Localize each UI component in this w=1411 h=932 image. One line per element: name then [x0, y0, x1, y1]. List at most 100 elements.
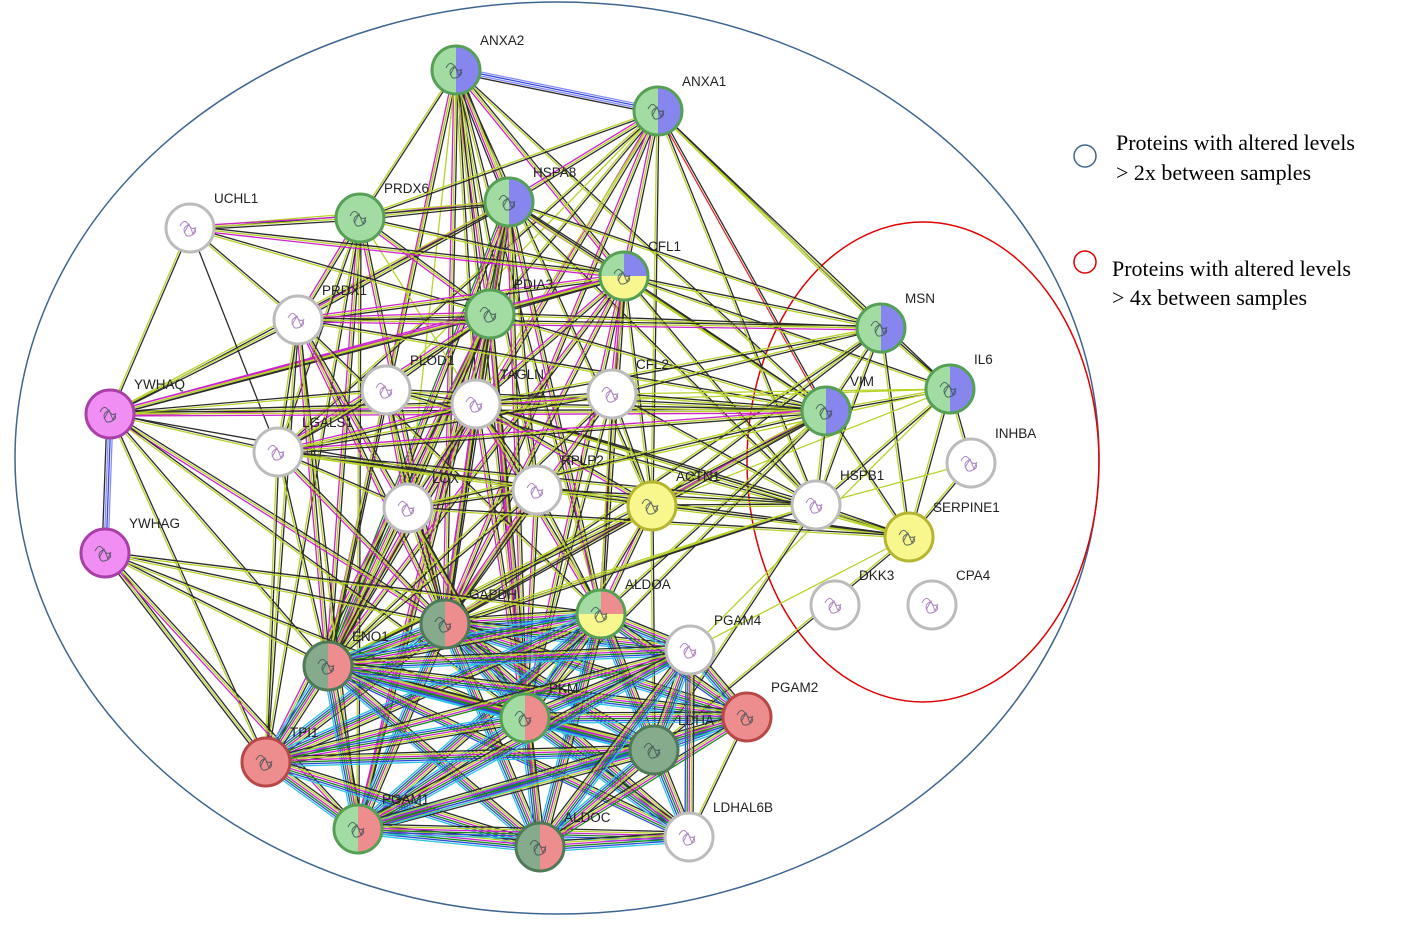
node-lox[interactable]: LOX [382, 471, 459, 534]
edge-ywhag-gapdh [104, 551, 446, 626]
node-fill-right [328, 642, 352, 690]
node-uchl1[interactable]: UCHL1 [164, 191, 258, 254]
node-fill-right [445, 600, 469, 648]
edge-inhba-hspb1 [815, 462, 972, 506]
node-tagln[interactable]: TAGLN [450, 367, 544, 430]
node-aldoc[interactable]: ALDOC [514, 810, 611, 873]
edge-line [295, 320, 327, 667]
edge-lgals1-eno1 [276, 451, 330, 667]
node-label: GAPDH [469, 587, 517, 602]
edge-line [658, 110, 828, 411]
edge-tpi1-pgam4 [265, 646, 691, 766]
edge-line [445, 622, 691, 650]
node-il6[interactable]: IL6 [924, 352, 993, 415]
edge-line [297, 320, 826, 413]
edge-line [611, 326, 881, 394]
node-aldoa[interactable]: ALDOA [575, 577, 671, 640]
node-ldha[interactable]: LDHA [628, 713, 714, 776]
protein-structure-icon [960, 455, 978, 472]
node-lgals1[interactable]: LGALS1 [252, 415, 353, 478]
edge-line [265, 750, 655, 764]
edge-line [475, 388, 951, 405]
node-actn1[interactable]: ACTN1 [626, 469, 720, 532]
node-border [664, 624, 716, 676]
node-eno1[interactable]: ENO1 [302, 629, 389, 692]
node-label: YWHAG [129, 516, 180, 531]
node-anxa1[interactable]: ANXA1 [632, 74, 726, 137]
protein-structure-icon [349, 210, 367, 227]
node-serpine1[interactable]: SERPINE1 [883, 500, 1000, 563]
node-cfl2[interactable]: CFL2 [586, 357, 669, 420]
edge-line [358, 719, 748, 833]
edge-line [507, 108, 658, 201]
node-pgam1[interactable]: PGAM1 [332, 792, 429, 855]
edge-line [105, 551, 446, 624]
node-pkm[interactable]: PKM [499, 681, 578, 744]
node-cfl1[interactable]: CFL1 [598, 239, 681, 302]
node-border [252, 426, 304, 478]
edge-line [359, 109, 658, 218]
node-fill [628, 482, 676, 530]
edge-line [625, 111, 661, 277]
node-msn[interactable]: MSN [855, 291, 935, 354]
edge-line [909, 389, 952, 538]
node-label: ENO1 [352, 629, 389, 644]
node-tpi1[interactable]: TPI1 [240, 725, 319, 788]
edge-line [190, 225, 625, 275]
edge-line [536, 490, 816, 507]
edge-line [276, 452, 445, 626]
interaction-edges [101, 66, 973, 853]
node-gapdh[interactable]: GAPDH [419, 587, 517, 650]
node-ldhal6b[interactable]: LDHAL6B [663, 800, 773, 863]
edge-line [297, 319, 329, 667]
edge-uchl1-lgals1 [189, 227, 279, 453]
node-label: PRDX6 [384, 181, 429, 196]
node-hspb1[interactable]: HSPB1 [790, 468, 884, 531]
node-ywhag[interactable]: YWHAG [79, 516, 180, 579]
edge-line [651, 388, 951, 507]
protein-structure-icon [815, 403, 833, 420]
edge-line [298, 277, 625, 323]
protein-structure-icon [287, 312, 305, 329]
node-border [419, 598, 471, 650]
edge-line [656, 111, 826, 412]
edge-pgam4-ldhal6b [684, 649, 695, 838]
node-prdx1[interactable]: PRDX1 [272, 283, 367, 346]
edge-line [490, 312, 827, 411]
node-pgam2[interactable]: PGAM2 [721, 680, 818, 743]
node-border [272, 294, 324, 346]
node-cpa4[interactable]: CPA4 [906, 568, 991, 631]
node-plod1[interactable]: PLOD1 [360, 353, 454, 416]
legend-blue-line2: > 2x between samples [1116, 160, 1311, 185]
edge-line [327, 403, 477, 667]
node-hspa8[interactable]: HSPA8 [483, 165, 576, 228]
node-prdx6[interactable]: PRDX6 [334, 181, 429, 244]
node-pgam4[interactable]: PGAM4 [664, 613, 762, 676]
edge-line [652, 504, 910, 537]
node-label: IL6 [974, 352, 993, 367]
node-rplp2[interactable]: RPLP2 [511, 453, 604, 516]
edge-line [538, 649, 690, 847]
node-fill [666, 626, 714, 674]
node-fill [665, 813, 713, 861]
node-label: LGALS1 [302, 415, 353, 430]
node-dkk3[interactable]: DKK3 [809, 568, 894, 631]
node-ywhaq[interactable]: YWHAQ [84, 377, 185, 440]
edge-line [540, 650, 692, 848]
node-fill-right [509, 178, 533, 226]
node-anxa2[interactable]: ANXA2 [430, 33, 524, 96]
edge-line [189, 227, 279, 453]
edge-line [298, 203, 511, 323]
edge-line [456, 68, 659, 111]
edge-line [354, 609, 599, 826]
edge-line [297, 275, 625, 321]
edge-line [443, 628, 746, 723]
node-inhba[interactable]: INHBA [945, 426, 1036, 489]
edge-actn1-hspb1 [651, 503, 817, 508]
node-label: PDIA3 [514, 277, 553, 292]
node-fill [274, 296, 322, 344]
node-pdia3[interactable]: PDIA3 [464, 277, 553, 340]
node-vim[interactable]: VIM [800, 374, 874, 437]
edge-line [110, 412, 526, 718]
protein-structure-icon [678, 829, 696, 846]
